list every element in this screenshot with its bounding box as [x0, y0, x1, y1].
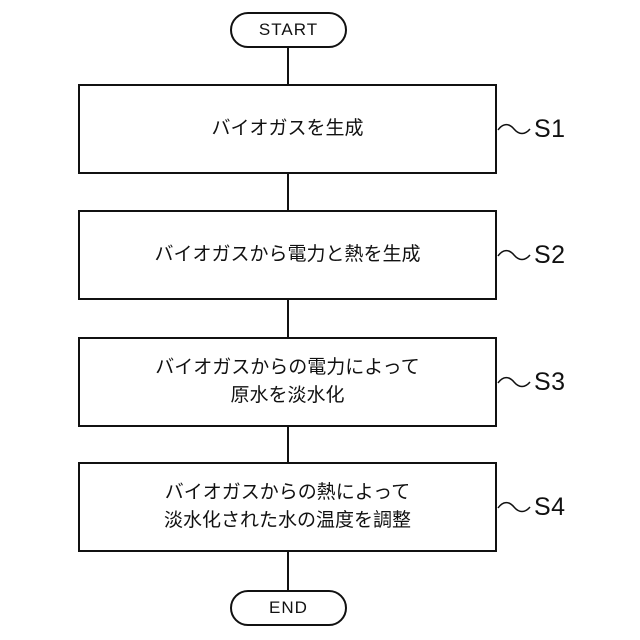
step-s3-text-line2: 原水を淡水化 [230, 385, 345, 406]
step-label-s2: S2 [497, 240, 566, 270]
tilde-connector-icon [497, 501, 531, 513]
step-box-s1: バイオガスを生成 [78, 84, 497, 174]
step-s4-text-line2: 淡水化された水の温度を調整 [163, 510, 411, 531]
tilde-connector-icon [497, 249, 531, 261]
step-label-s4: S4 [497, 492, 566, 522]
step-box-s3: バイオガスからの電力によって 原水を淡水化 [78, 337, 497, 427]
step-s3-text-line1: バイオガスからの電力によって [155, 357, 420, 378]
step-box-s2: バイオガスから電力と熱を生成 [78, 210, 497, 300]
step-id-s2: S2 [534, 240, 566, 269]
terminal-end-label: END [269, 598, 308, 617]
terminal-start-label: START [258, 20, 319, 39]
connector-line [287, 30, 289, 608]
step-id-s3: S3 [534, 367, 566, 396]
step-s2-text: バイオガスから電力と熱を生成 [154, 244, 421, 265]
step-s4-text-line1: バイオガスからの熱によって [164, 482, 411, 503]
tilde-connector-icon [497, 123, 531, 135]
tilde-connector-icon [497, 376, 531, 388]
step-box-s4: バイオガスからの熱によって 淡水化された水の温度を調整 [78, 462, 497, 552]
step-label-s1: S1 [497, 114, 566, 144]
terminal-start: START [230, 12, 347, 48]
terminal-end: END [230, 590, 347, 626]
step-s1-text: バイオガスを生成 [211, 118, 364, 139]
step-label-s3: S3 [497, 367, 566, 397]
step-id-s4: S4 [534, 492, 566, 521]
step-id-s1: S1 [534, 114, 566, 143]
